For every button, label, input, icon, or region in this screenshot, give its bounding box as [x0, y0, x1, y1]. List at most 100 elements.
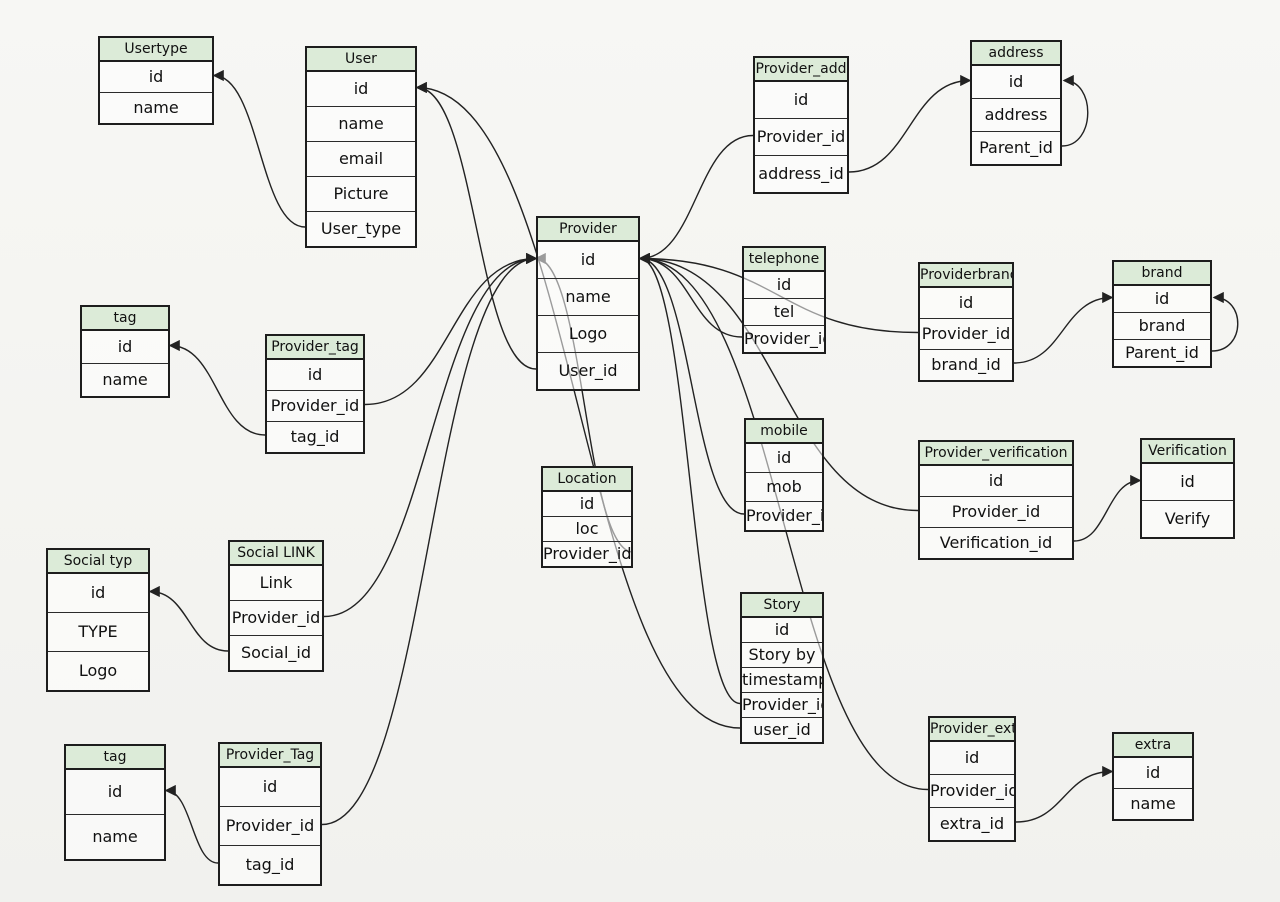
field-name: name — [1130, 794, 1176, 813]
table-title: User — [307, 48, 415, 72]
field-id: id — [1114, 758, 1192, 789]
field-provider-id: Provider_id — [755, 119, 847, 156]
field-id: id — [746, 444, 822, 473]
field-logo: Logo — [538, 316, 638, 353]
field-id: id — [220, 768, 320, 807]
field-brand: brand — [1114, 313, 1210, 340]
field-name: name — [538, 279, 638, 316]
relation-line — [148, 585, 229, 652]
field-id: id — [82, 331, 168, 364]
field-parent-id: Parent_id — [979, 138, 1053, 157]
field-provider-id: Provider_id — [543, 544, 631, 563]
field-timestamp: timestamp — [742, 668, 822, 693]
field-name: name — [133, 98, 179, 117]
field-mob: mob — [746, 473, 822, 502]
field-id: id — [307, 72, 415, 107]
field-id: id — [1114, 286, 1210, 313]
field-id: id — [920, 288, 1012, 319]
table-title: Provider_verification — [920, 442, 1072, 466]
field-id: id — [742, 618, 822, 643]
table-title: Provider_extra — [930, 718, 1014, 742]
field-id: id — [267, 360, 363, 391]
table-title: Location — [543, 468, 631, 492]
field-id: id — [543, 492, 631, 517]
table-title: Provider — [538, 218, 638, 242]
relation-line — [1015, 765, 1114, 823]
table-title: address — [972, 42, 1060, 66]
field-id: id — [920, 466, 1072, 497]
relation-line — [638, 252, 743, 338]
table-title: Verification — [1142, 440, 1233, 464]
table-title: Provider_tag — [267, 336, 363, 360]
field-id: id — [100, 62, 212, 93]
table-title: Story — [742, 594, 822, 618]
relation-line — [1061, 74, 1089, 147]
field-social-id: Social_id — [240, 643, 312, 662]
field-brand-id: brand_id — [931, 355, 1001, 374]
field-provider-id: Provider_id — [744, 329, 824, 348]
field-provider-id: Provider_id — [920, 319, 1012, 350]
table-title: Provider_Tag — [220, 744, 320, 768]
field-user-id: user_id — [753, 720, 811, 739]
field-id: id — [930, 742, 1014, 775]
field-provider-id: Provider_id — [930, 775, 1014, 808]
relation-line — [638, 252, 741, 705]
field-extra-id: extra_id — [939, 814, 1005, 833]
relation-line — [848, 74, 972, 173]
field-loc: loc — [543, 517, 631, 542]
field-type: TYPE — [48, 613, 148, 652]
field-provider-id: Provider_id — [267, 391, 363, 422]
field-verify: Verify — [1164, 509, 1211, 528]
field-provider-id: Provider_id — [230, 601, 322, 636]
table-title: tag — [66, 746, 164, 770]
table-title: brand — [1114, 262, 1210, 286]
table-title: Social LINK — [230, 542, 322, 566]
relation-line — [638, 252, 745, 515]
field-provider-id: Provider_id — [746, 506, 822, 525]
table-title: Usertype — [100, 38, 212, 62]
field-id: id — [755, 82, 847, 119]
field-parent-id: Parent_id — [1125, 343, 1199, 362]
table-title: tag — [82, 307, 168, 331]
field-user-type: User_type — [320, 219, 402, 238]
field-user-id: User_id — [558, 361, 618, 380]
field-name: name — [307, 107, 415, 142]
table-title: mobile — [746, 420, 822, 444]
field-id: id — [48, 574, 148, 613]
field-provider-id: Provider_id — [920, 497, 1072, 528]
field-id: id — [972, 66, 1060, 99]
table-title: Provider_add — [755, 58, 847, 82]
field-id: id — [744, 272, 824, 299]
field-id: id — [1142, 464, 1233, 501]
field-id: id — [538, 242, 638, 279]
table-title: extra — [1114, 734, 1192, 758]
field-tag-id: tag_id — [290, 427, 340, 446]
field-name: name — [102, 370, 148, 389]
relation-line — [164, 784, 219, 864]
relation-line — [415, 81, 741, 729]
field-provider-id: Provider_id — [742, 693, 822, 718]
field-name: name — [92, 827, 138, 846]
table-title: telephone — [744, 248, 824, 272]
relation-line — [1073, 474, 1142, 542]
field-verification-id: Verification_id — [939, 533, 1053, 552]
field-link: Link — [230, 566, 322, 601]
